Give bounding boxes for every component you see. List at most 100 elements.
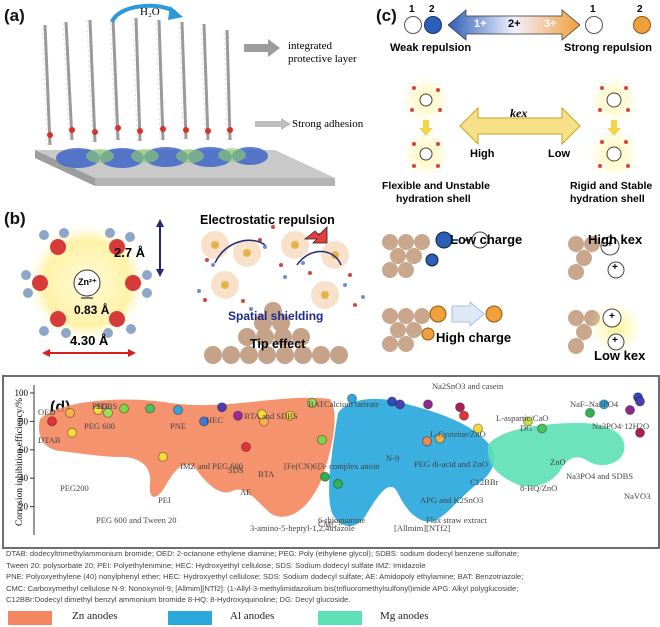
data-point (585, 407, 595, 418)
ion-number-1-left: 1 (409, 4, 415, 15)
charge-1: 1+ (474, 18, 487, 30)
data-point (473, 423, 483, 434)
y-tick-label: 100 (15, 388, 29, 398)
high-kex-label: High kex (588, 232, 643, 247)
data-point-label: BTA and SDBS (244, 411, 298, 421)
plus-sign: + (612, 262, 618, 273)
data-point (233, 410, 243, 421)
distance-bottom: 4.30 Å (70, 333, 109, 348)
strong-repulsion: Strong repulsion (564, 42, 652, 54)
data-point-label: [Allmim][NTf2] (394, 523, 451, 533)
data-point-label: IMZ and PEG 600 (180, 461, 244, 471)
data-point-label: HEC (206, 415, 223, 425)
data-point-label: BAT (308, 399, 325, 409)
data-point-label: N-9 (386, 453, 400, 463)
plus-sign: + (607, 239, 613, 250)
panel-a: (a) (0, 0, 380, 205)
hydration-shell-diagram (21, 219, 164, 357)
data-point-label: DG (520, 423, 533, 433)
kex-label: kex (510, 106, 528, 120)
data-point (387, 396, 397, 407)
hydration-shells (402, 76, 640, 174)
shielding-label: Spatial shielding (228, 309, 324, 323)
data-point-label: DTAB (38, 435, 61, 445)
ion-number-2-right: 2 (637, 4, 643, 15)
data-point-label: 8-HQ/ZnO (520, 483, 558, 493)
charge-gradient-arrow (448, 9, 580, 41)
data-point (145, 403, 155, 414)
low-label: Low (548, 148, 570, 160)
data-point-label: NaVO3 (624, 491, 651, 501)
data-point (47, 416, 57, 427)
data-point (599, 399, 609, 410)
data-point-label: NaF–Na3PO4 (570, 399, 619, 409)
panel-b-label: (b) (4, 209, 26, 228)
y-tick-label: 60 (19, 445, 29, 455)
data-point (285, 410, 295, 421)
charge-clusters (382, 231, 642, 354)
small-ion-icon (424, 16, 442, 34)
data-point (635, 396, 645, 407)
chart-frame (2, 375, 660, 549)
panel-c: (c) 1 2 1 2 1+ 2+ 3+ Weak repulsion Stro… (376, 0, 660, 373)
panel-d: (d) Corrosion inhibition efficiency/% 20… (0, 373, 660, 627)
data-point (455, 402, 465, 413)
data-point (173, 405, 183, 416)
data-point-label: PNE (170, 421, 187, 431)
ion-number-2-left: 2 (429, 4, 435, 15)
panel-a-illustration (35, 3, 335, 186)
data-point (347, 393, 357, 404)
data-point (103, 407, 113, 418)
plus-sign: + (612, 335, 618, 346)
data-point (422, 436, 432, 447)
high-charge-label: High charge (436, 330, 512, 345)
data-point (93, 405, 103, 416)
data-point-label: Na2SnO3 and casein (432, 381, 504, 391)
data-point-label: PEI (158, 495, 171, 505)
data-point (537, 423, 547, 434)
small-ion-icon (585, 16, 603, 34)
data-point-label: Na3PO4·12H2O (592, 421, 650, 431)
abbreviation-line: CMC: Carboxymethyl cellulose N-9: Nonoxy… (6, 583, 519, 593)
zinc-ion: Zn²⁺ (78, 277, 97, 287)
mg-legend-label: Mg anodes (380, 610, 429, 622)
data-point (635, 427, 645, 438)
rigid-label-1: Rigid and Stable (570, 180, 653, 192)
data-point (317, 434, 327, 445)
data-point-label: PEG 600 and Tween 20 (96, 515, 177, 525)
charge-2: 2+ (508, 18, 521, 30)
low-kex-label: Low kex (594, 348, 646, 363)
data-point (625, 405, 635, 416)
adhesion-arrow (255, 118, 291, 130)
data-point (307, 397, 317, 408)
data-point-label: Flax straw extract (426, 515, 487, 525)
y-tick-label: 20 (19, 502, 29, 512)
data-point-label: C12BBr (470, 477, 499, 487)
data-point (257, 409, 267, 420)
zn-region (38, 397, 335, 517)
plus-sign: + (609, 311, 615, 322)
panel-b: (b) 2.7 Å Zn²⁺ 0.83 Å 4.30 Å (0, 205, 380, 373)
data-point-label: L-Cysteine/ZnO (430, 429, 486, 439)
data-point (333, 478, 343, 489)
data-point (459, 410, 469, 421)
water-label: H₂O (140, 6, 160, 18)
data-point (241, 441, 251, 452)
data-point-label: PEG 600 (84, 421, 115, 431)
data-point-label: PEG (92, 401, 109, 411)
data-point-label: SDBS (96, 401, 118, 411)
high-label: High (470, 148, 495, 160)
charge-3: 3+ (544, 18, 557, 30)
data-point-label: 3-amino-5-heptyl-1,2,4triazole (250, 523, 355, 533)
abbreviation-line: DTAB: dodecyltrimethylammonium bromide; … (6, 549, 520, 558)
data-point-label: Na3PO4 and SDBS (566, 471, 634, 481)
data-point (320, 471, 330, 482)
flexible-label-1: Flexible and Unstable (382, 180, 490, 192)
panel-c-label: (c) (376, 6, 397, 25)
tip-effect-diagram (197, 225, 365, 364)
data-point-label: BTA (258, 469, 275, 479)
data-point-label: Calcium tartrate (324, 399, 379, 409)
zn-legend-swatch (8, 611, 52, 625)
adhesion-label: Strong adhesion (292, 118, 364, 130)
